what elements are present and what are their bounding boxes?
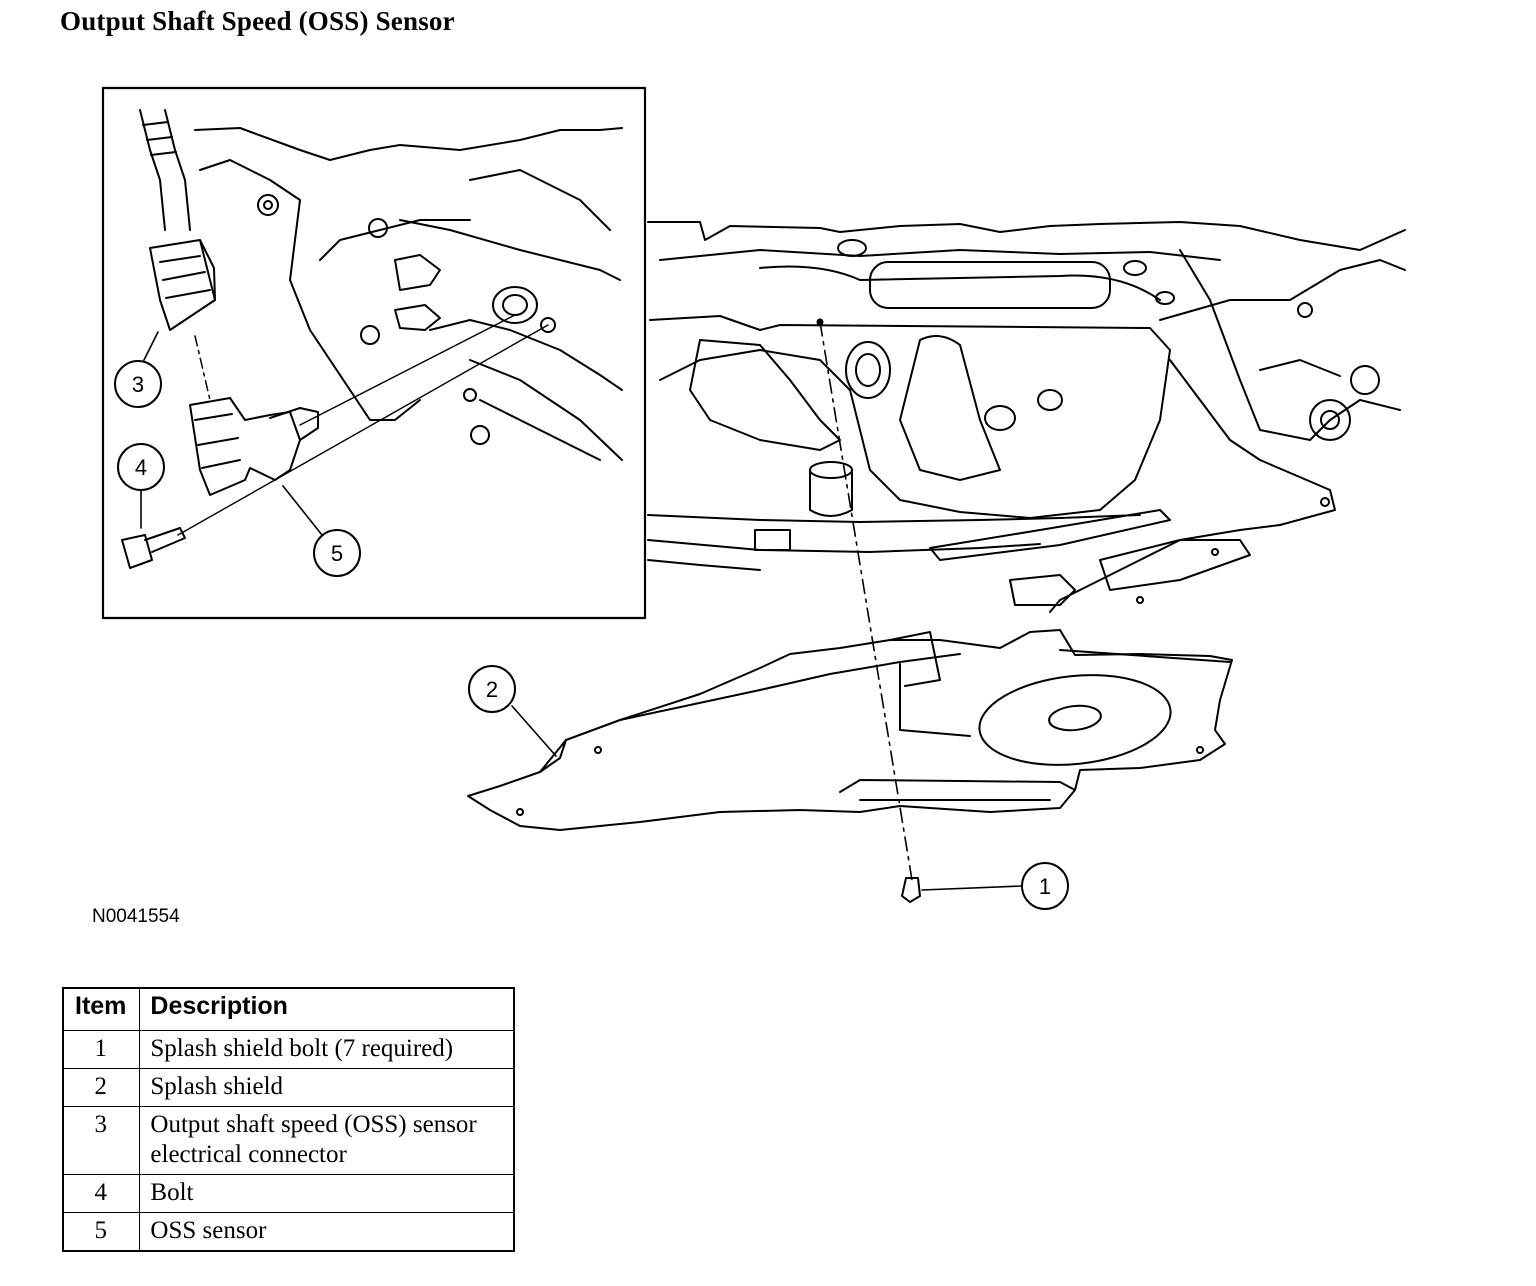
item-number: 5 [62,1212,141,1252]
callout-label: 1 [1039,874,1051,899]
callout-label: 3 [132,372,144,397]
column-header-item: Item [62,987,141,1031]
figure-id: N0041554 [92,906,180,927]
column-header-description: Description [139,987,515,1031]
item-number: 2 [62,1068,141,1107]
oss-sensor-detail-drawing [121,109,623,569]
callout-4: 4 [117,443,165,491]
callout-1: 1 [1021,862,1069,910]
detail-inset-frame [101,86,647,620]
item-number: 1 [62,1030,141,1069]
splash-shield-bolt-drawing [816,318,921,903]
callout-label: 4 [135,455,147,480]
item-description: Bolt [139,1174,515,1213]
table-row: 4 Bolt [62,1174,515,1213]
callout-label: 5 [331,541,343,566]
item-description: Splash shield [139,1068,515,1107]
page-title: Output Shaft Speed (OSS) Sensor [60,6,455,36]
table-row: 3 Output shaft speed (OSS) sensor electr… [62,1106,515,1175]
callout-2: 2 [468,665,516,713]
table-row: 1 Splash shield bolt (7 required) [62,1030,515,1069]
table-row: 5 OSS sensor [62,1212,515,1252]
callout-label: 2 [486,677,498,702]
item-number: 3 [62,1106,141,1175]
splash-shield-drawing [467,629,1233,831]
transmission-underbody-drawing [647,221,1406,613]
item-number: 4 [62,1174,141,1213]
item-description: Output shaft speed (OSS) sensor electric… [139,1106,515,1175]
table-row: 2 Splash shield [62,1068,515,1107]
parts-legend-table: Item Description 1 Splash shield bolt (7… [62,987,515,1252]
callout-3: 3 [114,360,162,408]
item-description: OSS sensor [139,1212,515,1252]
callout-5: 5 [313,529,361,577]
item-description: Splash shield bolt (7 required) [139,1030,515,1069]
table-header-row: Item Description [62,987,515,1031]
